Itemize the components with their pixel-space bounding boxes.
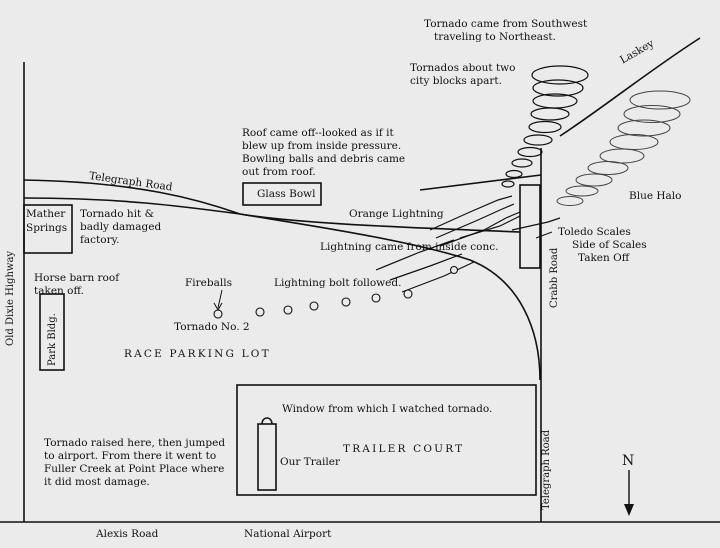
note-side-scales-line-2: Taken Off: [578, 252, 630, 264]
park-bldg-building: [39, 293, 65, 371]
note-blue-halo: Blue Halo: [629, 190, 682, 202]
building-outlines: [23, 182, 541, 496]
mather-springs-building: [23, 204, 73, 254]
note-factory-line-3: factory.: [80, 234, 120, 246]
note-roof-line-2: blew up from inside pressure.: [242, 140, 402, 152]
our-trailer-shape: [257, 423, 277, 491]
old-dixie-highway-label: Old Dixie Highway: [5, 250, 16, 346]
fireballs-arrow: [217, 289, 223, 309]
note-roof-line-1: Roof came off--looked as if it: [242, 127, 394, 139]
note-factory-line-1: Tornado hit &: [80, 208, 154, 220]
fireball-mark: [283, 305, 293, 315]
mather-springs-label-2: Springs: [26, 222, 68, 234]
note-raised-line-2: to airport. From there it went to: [44, 450, 217, 462]
lightning-line: [401, 261, 475, 293]
park-bldg-label: Park Bldg.: [47, 313, 58, 366]
tornado-funnel-2: [556, 90, 691, 206]
telegraph-road-lower-edge: [23, 197, 541, 381]
note-direction-line-2: traveling to Northeast.: [434, 31, 556, 43]
fireball-mark: [255, 307, 265, 317]
note-apart-line-1: Tornados about two: [410, 62, 516, 74]
alexis-road-label: Alexis Road: [96, 528, 159, 540]
note-apart-line-2: city blocks apart.: [410, 75, 502, 87]
trailer-window-mark: [261, 417, 273, 425]
fireball-mark: [449, 265, 459, 275]
lightning-line: [511, 217, 561, 231]
lightning-line: [459, 215, 521, 239]
note-barn-line-2: taken off.: [34, 285, 84, 297]
tornado-funnels: [501, 65, 691, 206]
glass-bowl-building: [242, 182, 322, 206]
national-airport-label: National Airport: [244, 528, 332, 540]
note-window: Window from which I watched tornado.: [282, 403, 493, 415]
trailer-court-label: TRAILER COURT: [343, 443, 465, 455]
fireball-mark: [403, 289, 413, 299]
fireball-mark: [371, 293, 381, 303]
fireballs-arrowhead: [213, 302, 223, 312]
crabb-road-label: Crabb Road: [549, 247, 560, 308]
lightning-line: [389, 253, 463, 281]
fireball-mark: [341, 297, 351, 307]
fireball-trail: [213, 265, 459, 319]
north-label: N: [622, 453, 635, 469]
note-factory-line-2: badly damaged: [80, 221, 162, 233]
storm-boundary-line: [419, 174, 542, 191]
note-roof-line-3: Bowling balls and debris came: [242, 153, 406, 165]
note-toledo-scales: Toledo Scales: [558, 226, 631, 238]
note-direction-line-1: Tornado came from Southwest: [424, 18, 588, 30]
note-lightning-cone: Lightning came from inside conc.: [320, 241, 499, 253]
note-raised-line-3: Fuller Creek at Point Place where: [44, 463, 225, 475]
note-bolt-followed: Lightning bolt followed.: [274, 277, 402, 289]
note-orange-lightning: Orange Lightning: [349, 208, 444, 220]
our-trailer-label: Our Trailer: [280, 456, 340, 468]
race-parking-lot-label: RACE PARKING LOT: [124, 348, 271, 360]
glass-bowl-label: Glass Bowl: [257, 188, 316, 200]
fireball-mark: [213, 309, 223, 319]
note-tornado-no2: Tornado No. 2: [174, 321, 250, 333]
road-lines: [0, 37, 720, 523]
toledo-scales-building: [519, 184, 541, 269]
lightning-line: [375, 239, 455, 271]
note-side-scales-line-1: Side of Scales: [572, 239, 647, 251]
fireball-mark: [309, 301, 319, 311]
toledo-scales-pointer: [535, 231, 553, 239]
lightning-line: [435, 203, 515, 239]
telegraph-road-right-label: Telegraph Road: [541, 429, 552, 510]
note-fireballs: Fireballs: [185, 277, 232, 289]
note-raised-line-4: it did most damage.: [44, 476, 150, 488]
note-roof-line-4: out from roof.: [242, 166, 316, 178]
lightning-lines: [375, 195, 561, 293]
tornado-funnel-1: [501, 65, 589, 188]
laskey-road: [559, 37, 701, 137]
north-arrow-head: [624, 504, 634, 516]
note-barn-line-1: Horse barn roof: [34, 272, 120, 284]
mather-springs-label-1: Mather: [26, 208, 66, 220]
lightning-line: [429, 195, 513, 231]
note-raised-line-1: Tornado raised here, then jumped: [44, 437, 226, 449]
trailer-court-boundary: [236, 384, 537, 496]
